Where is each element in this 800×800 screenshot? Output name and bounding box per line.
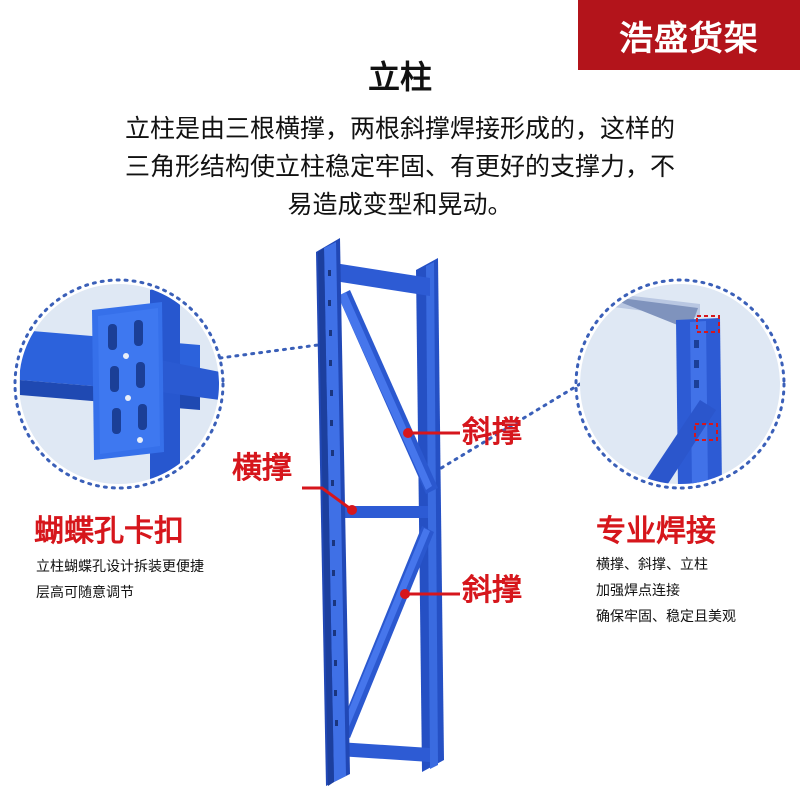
welding-detail	[580, 284, 780, 484]
page-title: 立柱	[367, 58, 432, 96]
upright-frame	[316, 238, 444, 786]
feature-line: 立柱蝴蝶孔设计拆装更便捷	[36, 559, 204, 575]
left-leader-line	[218, 343, 320, 360]
right-detail-ring	[574, 278, 786, 490]
feature-line: 层高可随意调节	[36, 585, 134, 601]
brand-badge: 浩盛货架	[578, 0, 800, 70]
left-feature-title: 蝴蝶孔卡扣	[34, 514, 184, 549]
description-line: 三角形结构使立柱稳定牢固、有更好的支撑力，不	[124, 152, 675, 181]
feature-line: 横撑、斜撑、立柱	[596, 557, 708, 573]
right-feature-title: 专业焊接	[596, 514, 716, 549]
butterfly-hole-detail	[19, 284, 219, 484]
left-feature-desc: 立柱蝴蝶孔设计拆装更便捷 层高可随意调节	[36, 554, 204, 606]
product-description: 立柱是由三根横撑，两根斜撑焊接形成的，这样的 三角形结构使立柱稳定牢固、有更好的…	[60, 110, 740, 224]
brand-name: 浩盛货架	[619, 18, 759, 59]
callout-brace-top: 斜撑	[462, 415, 522, 450]
description-line: 易造成变型和晃动。	[287, 190, 513, 219]
feature-line: 确保牢固、稳定且美观	[596, 609, 736, 625]
right-leader-line	[436, 382, 582, 472]
pointer-lines	[302, 428, 460, 599]
description-line: 立柱是由三根横撑，两根斜撑焊接形成的，这样的	[124, 114, 675, 143]
callout-crossbar: 横撑	[232, 451, 292, 486]
feature-line: 加强焊点连接	[596, 583, 680, 599]
callout-brace-bottom: 斜撑	[462, 573, 522, 608]
right-feature-desc: 横撑、斜撑、立柱 加强焊点连接 确保牢固、稳定且美观	[596, 552, 736, 630]
left-detail-ring	[13, 278, 225, 490]
